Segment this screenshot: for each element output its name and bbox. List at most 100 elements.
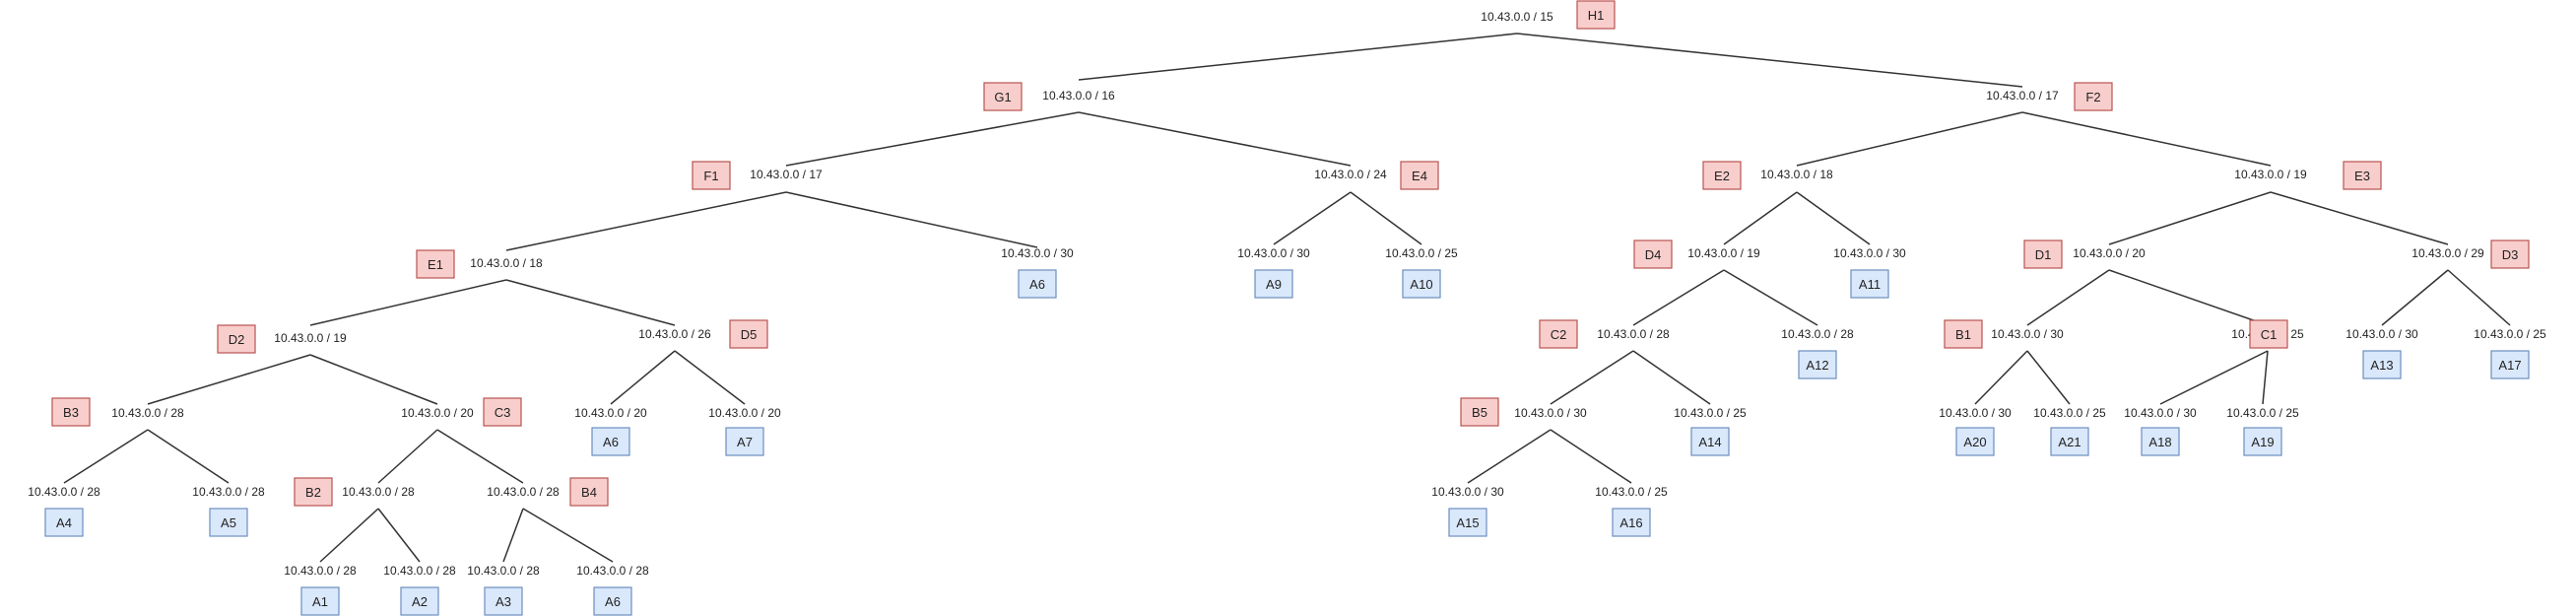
leaf-node-box [300,586,340,616]
node-prefix-label: 10.43.0.0 / 25 [1674,406,1747,420]
node-prefix-label: 10.43.0.0 / 28 [1781,327,1854,341]
node-prefix-label: 10.43.0.0 / 25 [2226,406,2299,420]
node-prefix-label: 10.43.0.0 / 19 [2234,168,2307,181]
node-id-label: D3 [2502,247,2519,262]
leaf-node-box [2362,350,2402,379]
internal-node-box [1576,0,1616,30]
tree-node-b4: 10.43.0.0 / 28 B4 [487,477,609,507]
node-id-label: F2 [2085,90,2100,104]
node-prefix-label: 10.43.0.0 / 28 [342,485,415,499]
node-prefix-label: 10.43.0.0 / 30 [2124,406,2197,420]
node-id-label: E1 [428,257,443,272]
node-prefix-label: 10.43.0.0 / 18 [1760,168,1833,181]
internal-node-box [1702,161,1742,190]
tree-edge [1632,350,1711,405]
node-id-label: B4 [581,485,597,500]
tree-edge [1273,191,1352,245]
node-id-label: D4 [1645,247,1662,262]
tree-edge [502,508,524,563]
node-prefix-label: 10.43.0.0 / 28 [192,485,265,499]
node-prefix-label: 10.43.0.0 / 30 [1001,246,1074,260]
leaf-node-box [1850,269,1889,299]
node-id-label: A1 [312,594,328,609]
node-id-label: A20 [1963,435,1986,449]
node-id-label: A7 [737,435,753,449]
node-id-label: D5 [741,327,758,342]
leaf-node-box [209,508,248,537]
tree-edge [377,508,421,563]
node-id-label: A4 [56,515,72,530]
tree-edge [2447,269,2511,326]
node-prefix-label: 10.43.0.0 / 20 [2073,246,2146,260]
node-id-label: D1 [2035,247,2052,262]
node-prefix-label: 10.43.0.0 / 18 [470,256,543,270]
internal-node-box [483,397,522,427]
node-id-label: E3 [2354,169,2370,183]
leaf-node-box [1448,508,1487,537]
leaf-node-box [1612,508,1651,537]
node-id-label: A6 [603,435,619,449]
node-prefix-label: 10.43.0.0 / 30 [1939,406,2012,420]
node-prefix-label: 10.43.0.0 / 19 [274,331,347,345]
tree-edge [2108,269,2269,326]
internal-node-box [2490,240,2530,269]
leaf-node-box [2243,427,2282,456]
node-prefix-label: 10.43.0.0 / 30 [1833,246,1906,260]
node-id-label: A6 [605,594,621,609]
node-prefix-label: 10.43.0.0 / 16 [1042,89,1115,103]
node-prefix-label: 10.43.0.0 / 24 [1314,168,1387,181]
node-prefix-label: 10.43.0.0 / 25 [2033,406,2106,420]
internal-node-box [1539,319,1578,349]
tree-edge [147,429,230,484]
tree-edge [1078,33,1518,81]
tree-edge [147,354,311,405]
leaf-node-box [44,508,84,537]
internal-node-box [51,397,91,427]
leaf-node-box [484,586,523,616]
internal-node-box [2023,240,2063,269]
tree-edge [522,508,614,563]
leaf-node-box [1254,269,1293,299]
tree-edge [1078,111,1352,167]
tree-edge [1550,429,1632,484]
internal-node-box [729,319,768,349]
tree-edge [1974,350,2028,405]
leaf-node-box [2490,350,2530,379]
tree-edge [1723,191,1798,245]
node-prefix-label: 10.43.0.0 / 28 [487,485,560,499]
tree-node-g1: 10.43.0.0 / 16 G1 [983,82,1115,111]
internal-node-box [983,82,1023,111]
node-prefix-label: 10.43.0.0 / 28 [467,564,540,578]
node-id-label: E2 [1714,169,1730,183]
tree-edge [2270,191,2449,245]
tree-edge [319,508,379,563]
node-id-label: A16 [1619,515,1642,530]
node-prefix-label: 10.43.0.0 / 30 [2345,327,2418,341]
tree-edge [309,354,438,405]
node-id-label: G1 [994,90,1011,104]
node-id-label: A17 [2498,358,2521,373]
node-id-label: A15 [1456,515,1479,530]
internal-node-box [1944,319,1983,349]
internal-node-box [1460,397,1499,427]
node-id-label: B5 [1472,405,1487,420]
node-prefix-label: 10.43.0.0 / 28 [1597,327,1670,341]
